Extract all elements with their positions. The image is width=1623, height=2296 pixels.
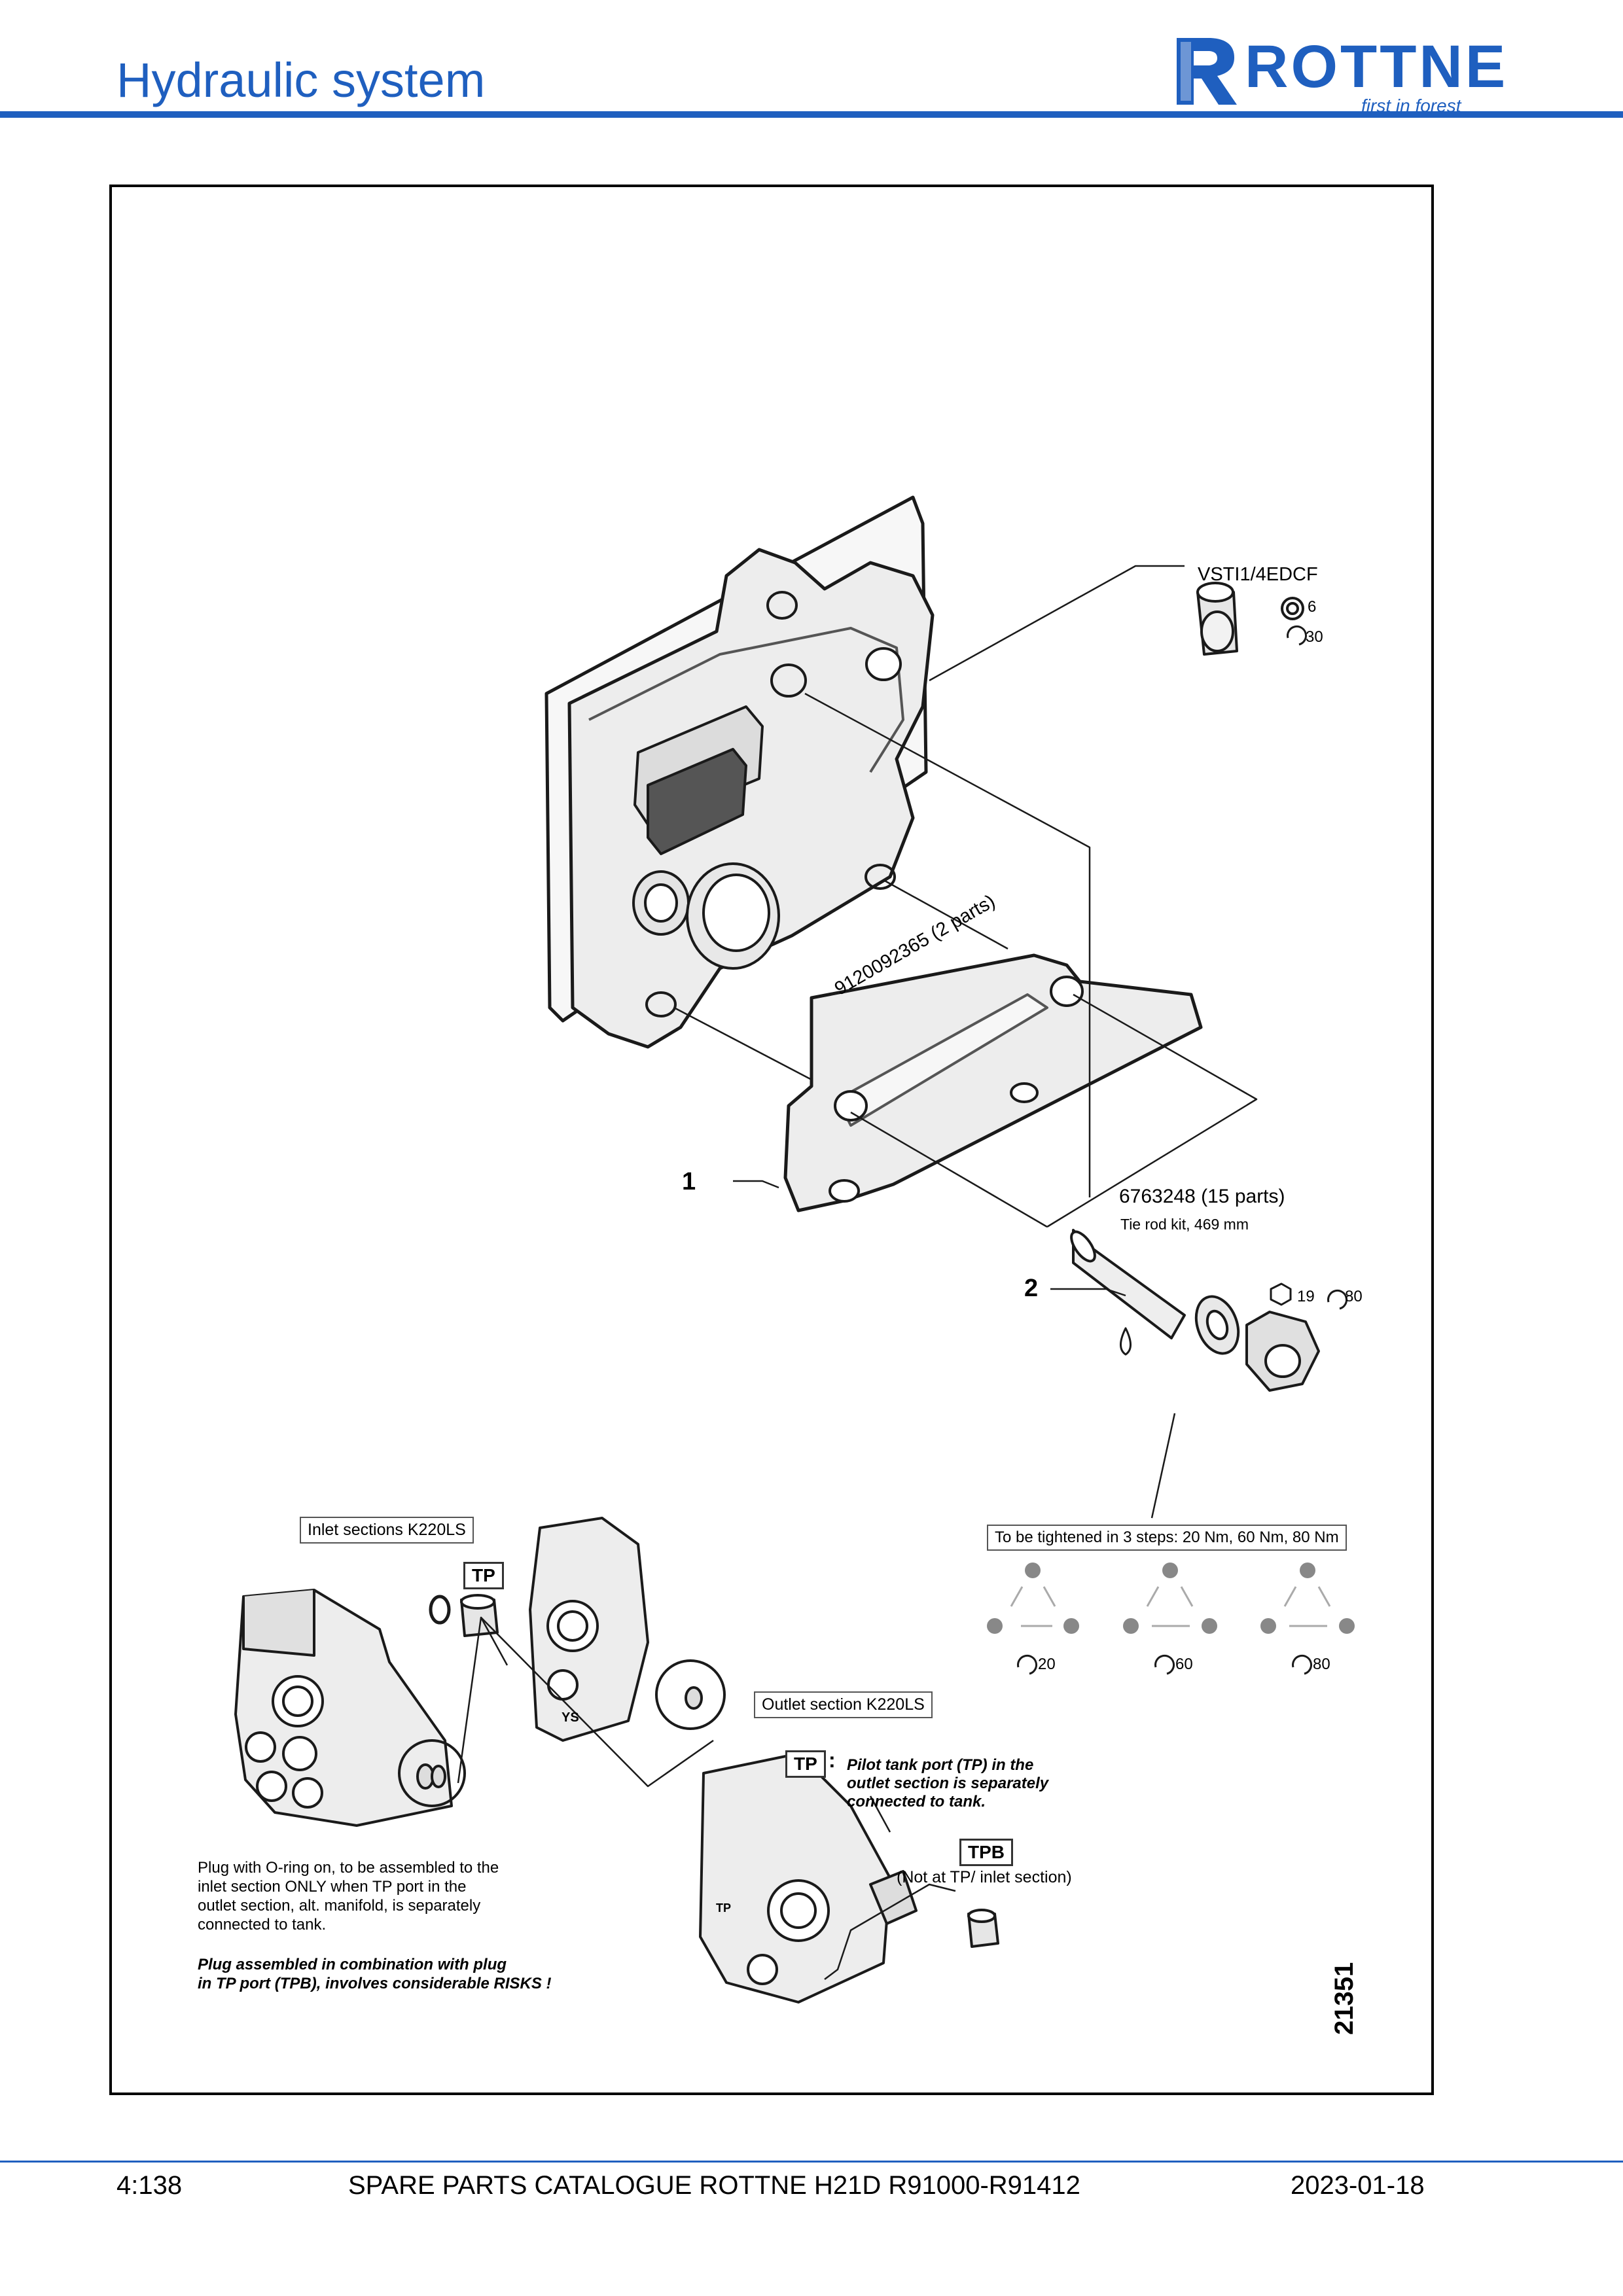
screw-part-number: VSTI1/4EDCF xyxy=(1198,564,1318,585)
tp-colon: : xyxy=(829,1748,836,1772)
footer-rule xyxy=(0,2161,1623,2163)
risk-note-line-1: Plug assembled in combination with plug xyxy=(198,1956,507,1973)
tp-note-line-3: connected to tank. xyxy=(847,1793,986,1810)
step-torque-2: 60 xyxy=(1175,1655,1193,1673)
tierod-part-number: 6763248 (15 parts) xyxy=(1119,1186,1285,1207)
nut-tool-size: 19 xyxy=(1297,1288,1315,1305)
plug-note: Plug with O-ring on, to be assembled to … xyxy=(198,1858,499,1934)
screw-tool-size: 6 xyxy=(1308,598,1317,616)
plug-note-line-1: Plug with O-ring on, to be assembled to … xyxy=(198,1859,499,1877)
plug-note-line-3: outlet section, alt. manifold, is separa… xyxy=(198,1897,481,1915)
tierod-description: Tie rod kit, 469 mm xyxy=(1120,1216,1249,1233)
figure-number: 21351 xyxy=(1330,1962,1359,2035)
header-rule xyxy=(0,111,1623,118)
tpb-tag: TPB xyxy=(959,1839,1013,1866)
figure-frame xyxy=(109,185,1434,2095)
risk-note-line-2: in TP port (TPB), involves considerable … xyxy=(198,1975,552,1992)
tightening-note: To be tightened in 3 steps: 20 Nm, 60 Nm… xyxy=(987,1525,1347,1551)
outlet-section-box: Outlet section K220LS xyxy=(754,1691,933,1718)
tpb-note: (Not at TP/ inlet section) xyxy=(897,1868,1072,1886)
ys-label: YS xyxy=(562,1710,579,1725)
catalogue-title: SPARE PARTS CATALOGUE ROTTNE H21D R91000… xyxy=(348,2171,1080,2200)
tp-note-line-1: Pilot tank port (TP) in the xyxy=(847,1756,1034,1774)
item-number-1: 1 xyxy=(682,1168,696,1195)
item-number-2: 2 xyxy=(1024,1275,1039,1302)
step-torque-1: 20 xyxy=(1038,1655,1056,1673)
nut-torque: 80 xyxy=(1345,1288,1363,1305)
risk-note: Plug assembled in combination with plug … xyxy=(198,1955,552,1993)
screw-torque: 30 xyxy=(1306,628,1323,646)
plug-note-line-2: inlet section ONLY when TP port in the xyxy=(198,1878,467,1896)
page-title: Hydraulic system xyxy=(116,53,486,107)
tp-note-line-2: outlet section is separately xyxy=(847,1775,1049,1792)
logo-wordmark: ROTTNE xyxy=(1245,33,1508,100)
plug-note-line-4: connected to tank. xyxy=(198,1916,327,1934)
page-number: 4:138 xyxy=(116,2171,183,2200)
catalogue-date: 2023-01-18 xyxy=(1291,2171,1425,2200)
tp-port-label: TP xyxy=(716,1901,732,1915)
tp-tag-inlet: TP xyxy=(463,1562,504,1589)
tp-note: Pilot tank port (TP) in the outlet secti… xyxy=(847,1756,1048,1811)
step-torque-3: 80 xyxy=(1313,1655,1330,1673)
inlet-section-box: Inlet sections K220LS xyxy=(300,1517,474,1544)
tp-tag-outlet: TP xyxy=(785,1750,826,1778)
rottne-r-icon xyxy=(1177,38,1237,105)
